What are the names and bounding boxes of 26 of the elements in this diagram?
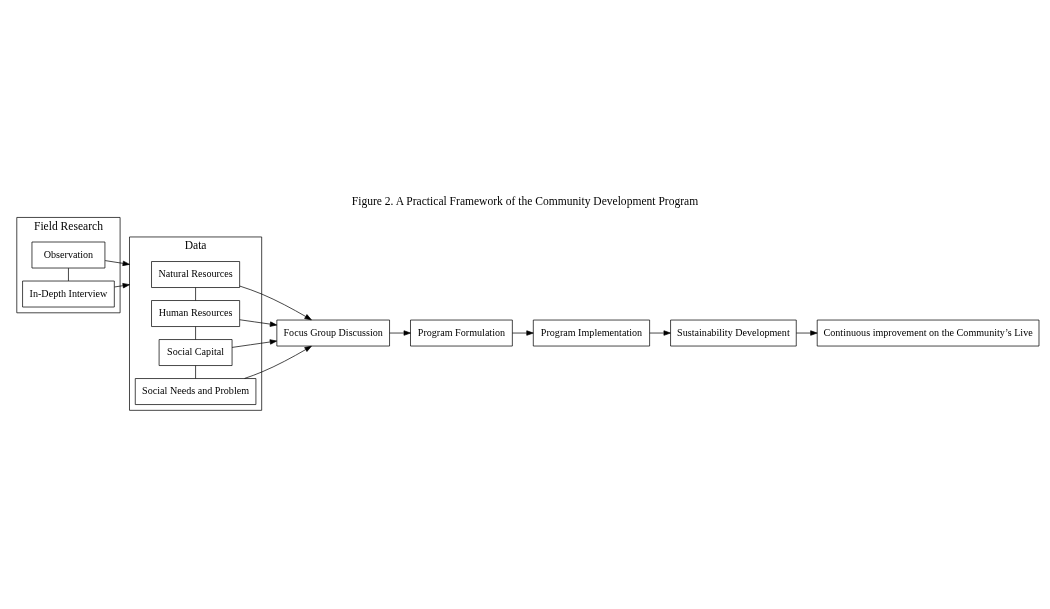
connector	[195, 287, 196, 301]
arrow	[512, 330, 534, 336]
node-box: Sustainability Development	[670, 319, 797, 347]
node-box: Observation	[31, 241, 106, 269]
node-box: Continuous improvement on the Community’s Live	[816, 319, 1040, 347]
node-box: Program Formulation	[410, 319, 513, 347]
arrow	[389, 330, 411, 336]
arrow	[239, 319, 278, 327]
arrow	[244, 345, 312, 379]
node-box: Human Resources	[151, 300, 240, 327]
arrow	[231, 339, 277, 348]
arrow	[114, 283, 130, 289]
arrow	[104, 260, 130, 266]
node-box: Social Needs and Problem	[134, 378, 257, 405]
connector	[68, 267, 69, 282]
arrow	[649, 330, 671, 336]
node-box: Natural Resources	[151, 261, 240, 288]
arrow	[796, 330, 818, 336]
diagram-title: Figure 2. A Practical Framework of the Community Development Program	[351, 195, 699, 208]
node-box: Focus Group Discussion	[276, 319, 390, 347]
connector	[195, 365, 196, 379]
arrow	[239, 285, 312, 321]
node-box: In-Depth Interview	[22, 280, 115, 308]
node-box: Program Implementation	[532, 319, 650, 347]
connector	[195, 326, 196, 340]
node-box: Social Capital	[158, 339, 233, 366]
